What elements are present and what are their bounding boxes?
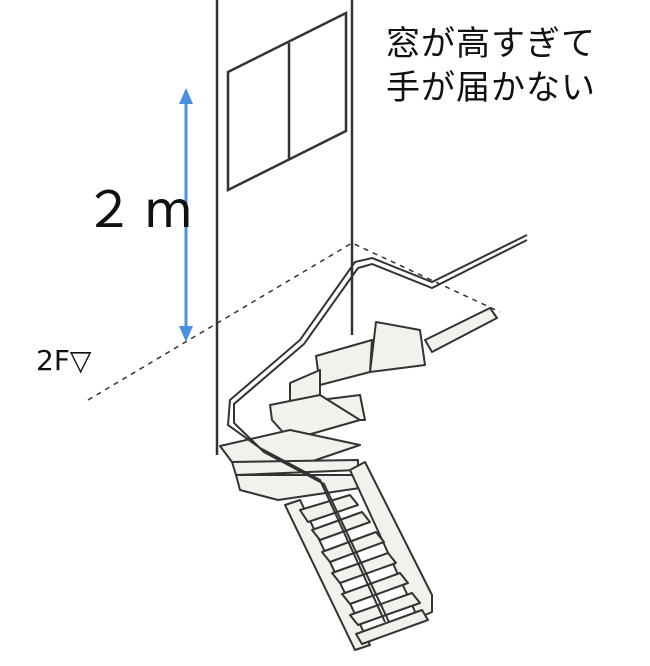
- floor-level-dashed-line: [87, 242, 501, 401]
- wall: [215, 0, 354, 455]
- caption-line-1: 窓が高すぎて: [386, 24, 596, 64]
- staircase: [219, 307, 498, 651]
- height-dimension-arrow: [179, 88, 193, 342]
- height-label: ２m: [84, 181, 203, 239]
- floor-label: 2F▽: [36, 344, 92, 377]
- window: [226, 10, 348, 193]
- handrail: [226, 234, 528, 623]
- caption-line-2: 手が届かない: [386, 68, 596, 108]
- caption: 窓が高すぎて 手が届かない: [386, 22, 596, 110]
